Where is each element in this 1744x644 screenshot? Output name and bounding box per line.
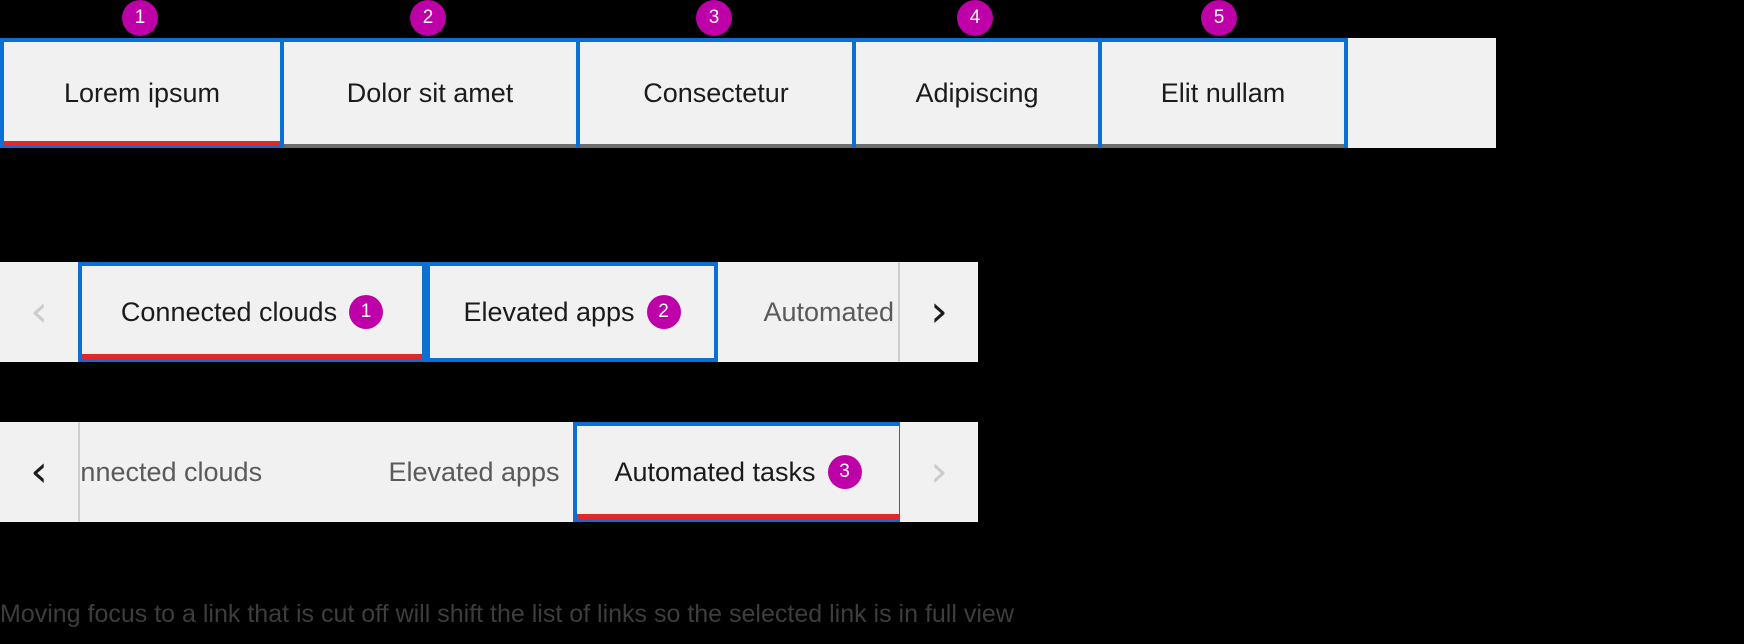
annotation-badge-2: 2 (410, 0, 446, 36)
tab-inactive-underline (856, 144, 1098, 148)
link-list-viewport: Connected clouds Elevated apps Automated… (78, 422, 900, 522)
link-selected-underline (82, 354, 422, 359)
link-label: Elevated apps (388, 456, 560, 487)
full-tab-strip: Lorem ipsum Dolor sit amet Consectetur A… (0, 38, 1496, 148)
caption-text: Moving focus to a link that is cut off w… (0, 600, 1014, 628)
link-connected-clouds[interactable]: Connected clouds (78, 422, 328, 522)
link-label: Automated tasks (763, 296, 900, 327)
tab-label: Dolor sit amet (346, 77, 514, 108)
tab-label: Elit nullam (1160, 77, 1286, 108)
tab-label: Consectetur (643, 77, 789, 108)
scroll-right-chevron-icon[interactable]: › (900, 422, 978, 522)
tab-selected-underline (4, 141, 280, 145)
scroll-left-chevron-icon[interactable]: ‹ (0, 422, 78, 522)
scrolling-link-list-shifted: ‹ Connected clouds Elevated apps Automat… (0, 422, 978, 522)
tab-consectetur[interactable]: Consectetur (576, 38, 856, 148)
link-label: Connected clouds (120, 296, 338, 327)
link-label: Elevated apps (463, 296, 635, 327)
tab-dolor-sit-amet[interactable]: Dolor sit amet (280, 38, 580, 148)
annotation-badge-4: 4 (957, 0, 993, 36)
link-automated-tasks[interactable]: Automated tasks (718, 262, 900, 362)
link-label: Connected clouds (78, 456, 263, 487)
scroll-left-chevron-icon[interactable]: ‹ (0, 262, 78, 362)
tab-label: Adipiscing (915, 77, 1039, 108)
link-connected-clouds[interactable]: Connected clouds 1 (78, 262, 426, 362)
link-list-right-divider (898, 262, 900, 362)
annotation-badge-3: 3 (827, 455, 862, 489)
link-elevated-apps[interactable]: Elevated apps 2 (426, 262, 718, 362)
link-selected-underline (577, 514, 899, 519)
tab-lorem-ipsum[interactable]: Lorem ipsum (0, 38, 284, 148)
link-elevated-apps[interactable]: Elevated apps (328, 422, 620, 522)
link-label: Automated tasks (614, 456, 816, 487)
annotation-badge-2: 2 (646, 295, 681, 329)
annotation-badge-1: 1 (122, 0, 158, 36)
tab-elit-nullam[interactable]: Elit nullam (1098, 38, 1348, 148)
tab-inactive-underline (1102, 144, 1344, 148)
scroll-right-chevron-icon[interactable]: › (900, 262, 978, 362)
link-list-viewport: Connected clouds 1 Elevated apps 2 Autom… (78, 262, 900, 362)
annotation-badge-row: 1 2 3 4 5 (0, 0, 1744, 40)
tab-inactive-underline (284, 144, 576, 148)
link-automated-tasks[interactable]: Automated tasks 3 (573, 422, 900, 522)
tab-inactive-underline (580, 144, 852, 148)
tab-strip-tabs: Lorem ipsum Dolor sit amet Consectetur A… (0, 38, 1348, 148)
annotation-badge-1: 1 (349, 295, 384, 329)
link-list-left-divider (78, 422, 80, 522)
annotation-badge-3: 3 (696, 0, 732, 36)
annotation-badge-5: 5 (1201, 0, 1237, 36)
scrolling-link-list-initial: ‹ Connected clouds 1 Elevated apps 2 Aut… (0, 262, 978, 362)
tab-adipiscing[interactable]: Adipiscing (852, 38, 1102, 148)
tab-label: Lorem ipsum (63, 77, 221, 108)
